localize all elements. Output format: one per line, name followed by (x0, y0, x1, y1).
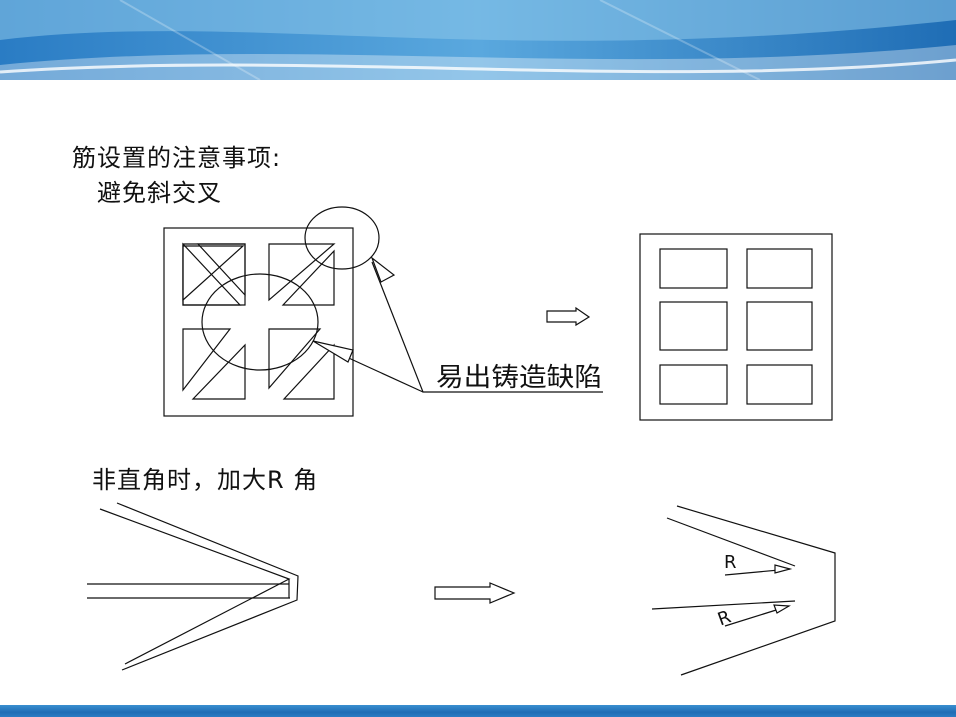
slide-title: 筋设置的注意事项: (72, 144, 282, 172)
orthogonal-rib-square (639, 233, 833, 421)
transform-arrow-bottom (434, 582, 516, 604)
corner-circle (304, 206, 380, 270)
cross-circle (201, 273, 319, 371)
footer-banner (0, 705, 956, 717)
header-banner (0, 0, 956, 80)
transform-arrow-top (546, 306, 591, 327)
defect-callout (312, 256, 603, 393)
radius-label-top: R (724, 552, 737, 573)
rounded-corner-drawing (651, 505, 836, 676)
radius-label-bottom: R (715, 606, 734, 630)
callout-label: 易出铸造缺陷 (436, 363, 602, 393)
point-enlarge-r-corner: 非直角时，加大R 角 (92, 466, 319, 494)
point-avoid-oblique-cross: 避免斜交叉 (97, 179, 222, 207)
sharp-corner-drawing (87, 502, 299, 671)
oblique-rib-square (163, 206, 380, 417)
